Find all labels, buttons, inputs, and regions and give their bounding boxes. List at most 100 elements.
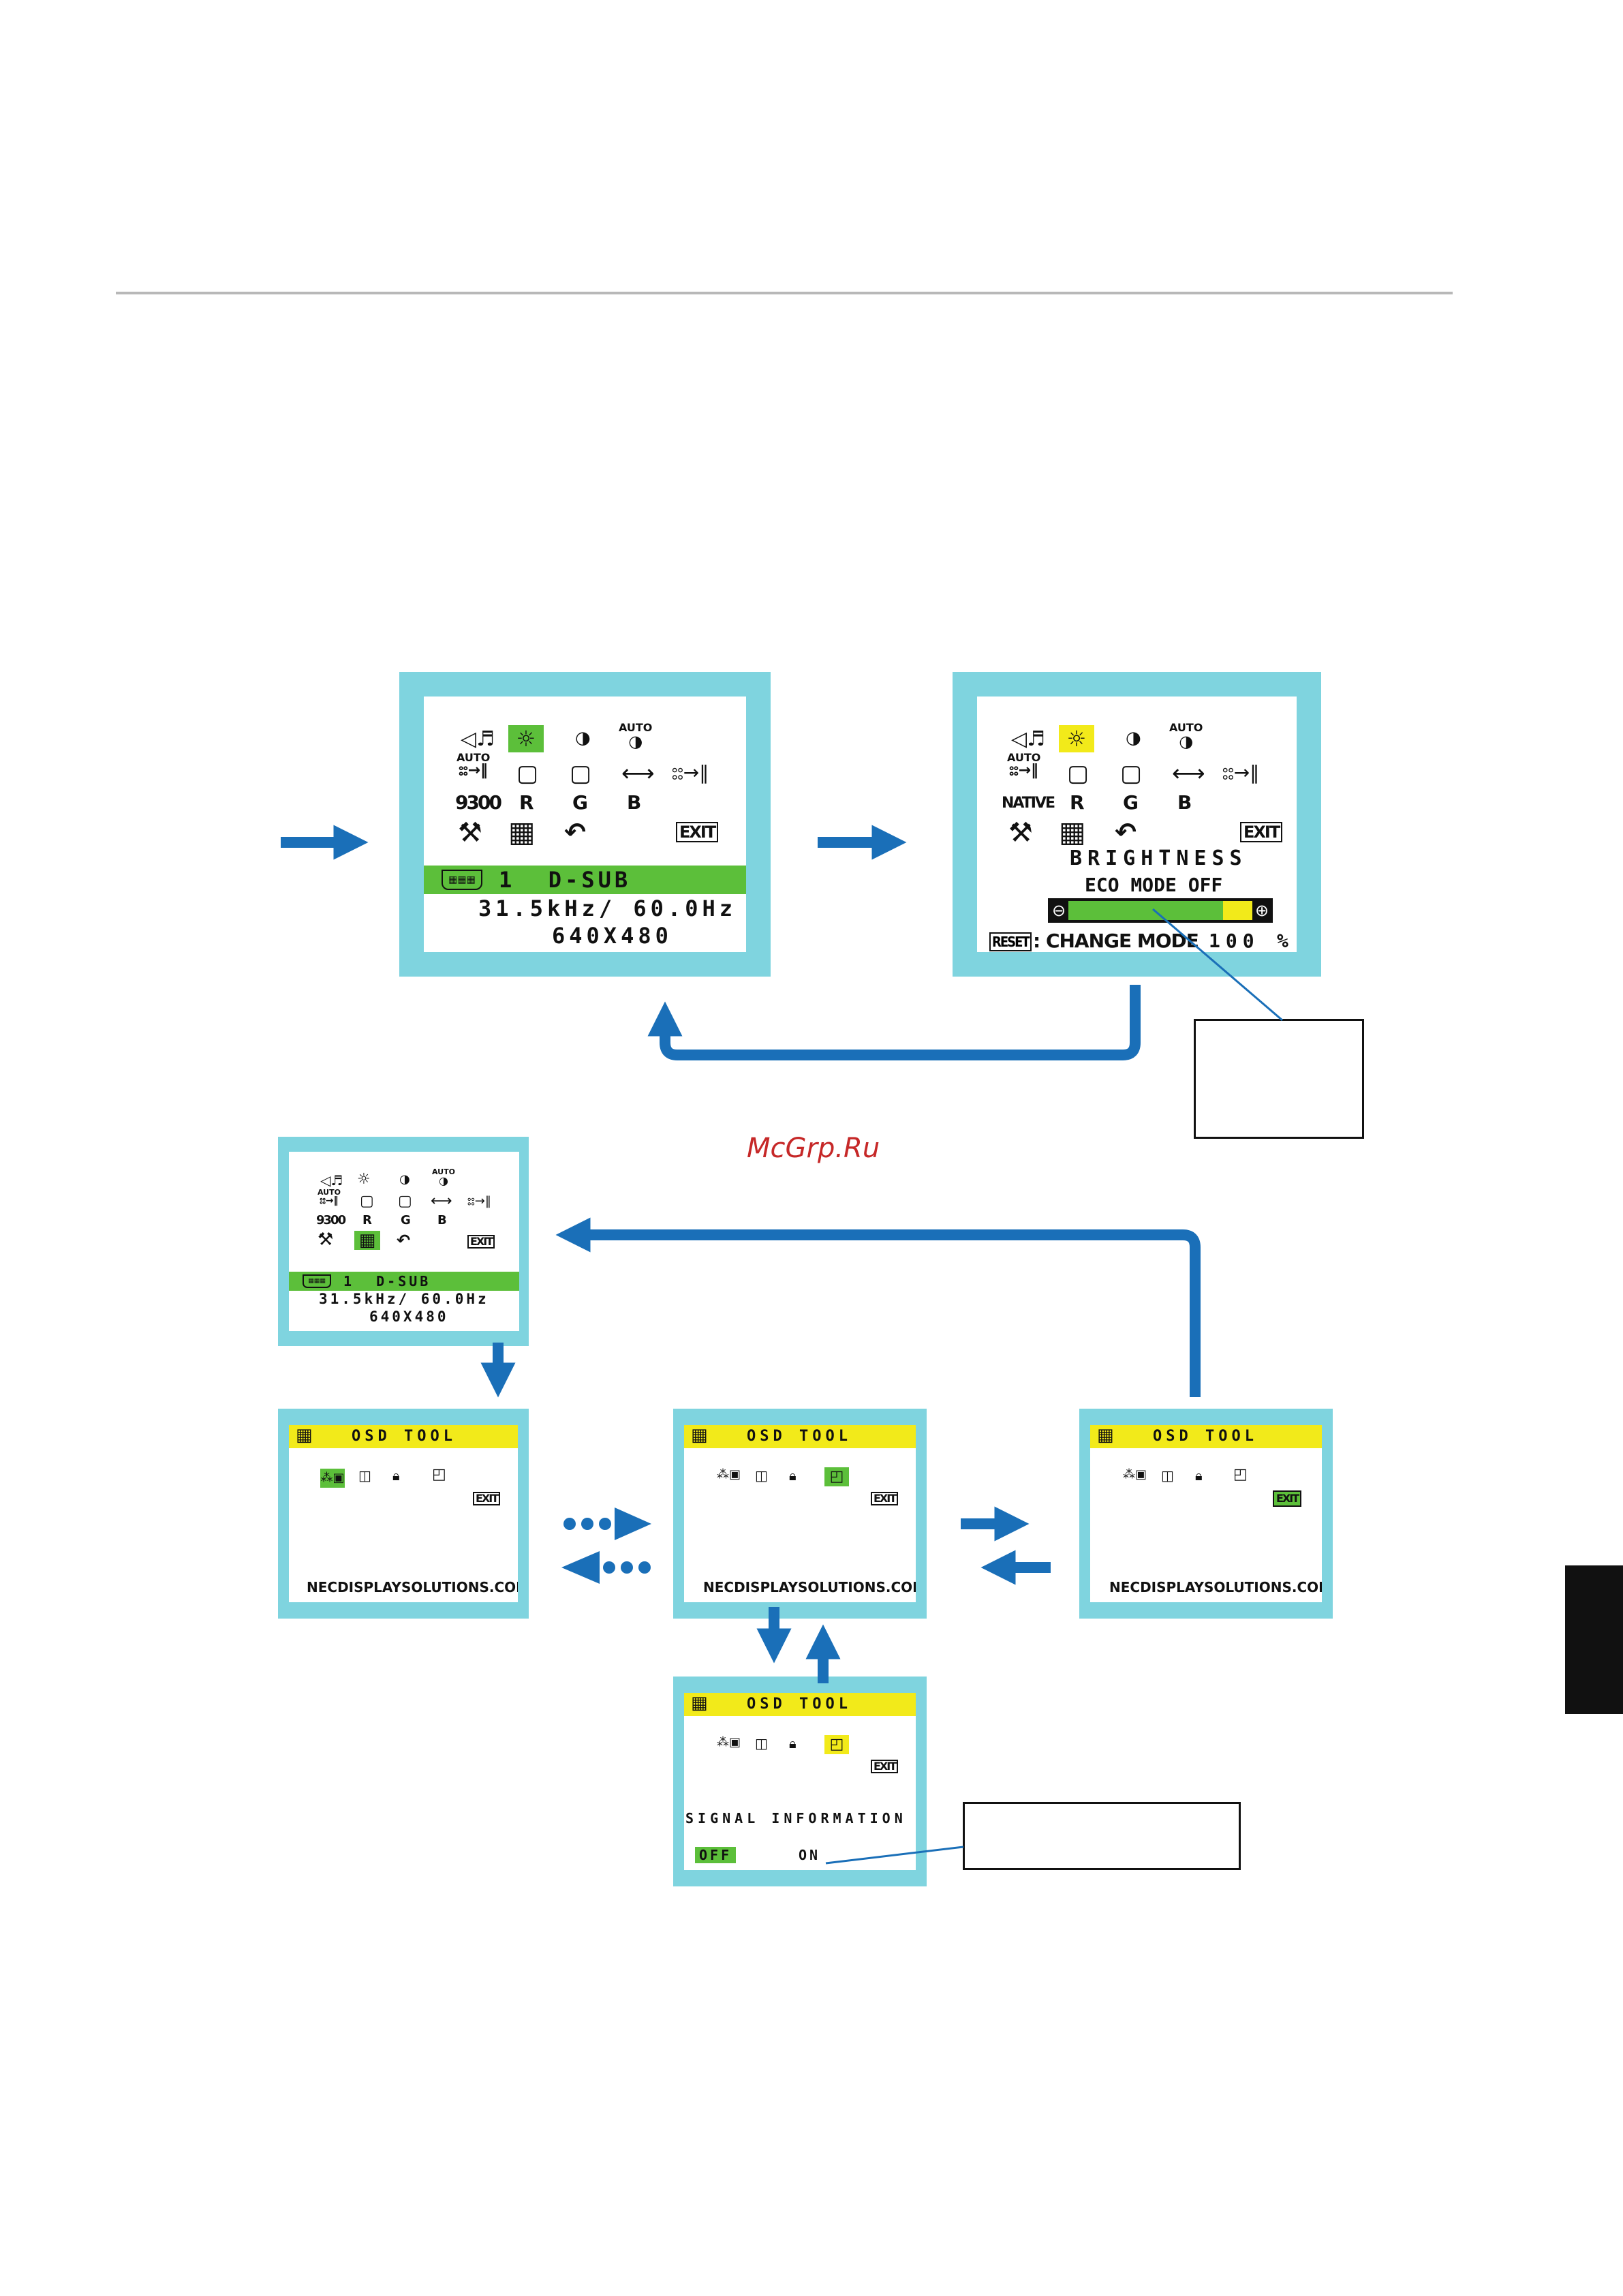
- osd-tool-icon: ▦: [354, 1231, 380, 1250]
- auto-contrast-glyph: ◑: [628, 732, 643, 751]
- auto-contrast-glyph: ◑: [439, 1174, 448, 1187]
- url-label: NECDISPLAYSOLUTIONS.COM: [703, 1579, 916, 1595]
- change-mode-label: : CHANGE MODE: [1033, 930, 1199, 952]
- blue-icon: B: [437, 1213, 447, 1227]
- osd-tool-title-bar: [1090, 1425, 1322, 1448]
- watermark: McGrp.Ru: [747, 1133, 880, 1164]
- arrow-exit-return: [555, 1217, 1201, 1397]
- auto-adjust-icon: AUTO ⦂⦂→‖: [1007, 752, 1040, 778]
- reset-icon: RESET: [989, 932, 1032, 951]
- dotted-arrow-right: [563, 1507, 651, 1540]
- auto-label: AUTO: [1169, 721, 1203, 734]
- osd-tool-screen-2: ▦ OSD TOOL ⁂▣ ◫ 🔒︎ ◰ EXIT NECDISPLAYSOLU…: [673, 1409, 927, 1619]
- osd-turn-off-icon: ◫: [1161, 1467, 1174, 1484]
- auto-contrast-icon: AUTO ◑: [619, 722, 652, 750]
- exit-icon: EXIT: [467, 1235, 495, 1249]
- resolution-label: 640X480: [369, 1308, 449, 1325]
- osd-tool-screen-1: ▦ OSD TOOL ⁂▣ ◫ 🔒︎ ◰ EXIT NECDISPLAYSOLU…: [278, 1409, 529, 1619]
- osd-tool-icon: ▦: [691, 1425, 708, 1445]
- tools-icon: ⚒: [318, 1229, 334, 1250]
- eco-mode-label: ECO MODE OFF: [1085, 874, 1223, 896]
- brightness-value: 100: [1209, 930, 1260, 952]
- exit-icon: EXIT: [1240, 822, 1283, 842]
- green-icon: G: [572, 791, 588, 814]
- auto-adjust-glyph: ⦂⦂→‖: [320, 1195, 339, 1206]
- side-tab: [1565, 1565, 1623, 1714]
- auto-adjust-glyph: ⦂⦂→‖: [1009, 762, 1039, 779]
- frequency-label: 31.5kHz/ 60.0Hz: [478, 896, 737, 921]
- h-size-icon: ⟷: [1172, 760, 1205, 787]
- minus-icon: ⊖: [1051, 901, 1066, 920]
- color-9300-icon: 9300: [455, 791, 502, 814]
- exit-icon: EXIT: [871, 1760, 899, 1773]
- auto-label: AUTO: [1007, 751, 1041, 764]
- callout-box: [963, 1802, 1241, 1870]
- osd-tool-title-bar: [289, 1425, 518, 1448]
- exit-icon: EXIT: [676, 822, 719, 842]
- osd-tool-title: OSD TOOL: [1153, 1428, 1258, 1445]
- plus-icon: ⊕: [1254, 901, 1269, 920]
- tools-icon: ⚒: [1008, 817, 1033, 848]
- osd-tool-title: OSD TOOL: [747, 1696, 852, 1713]
- h-size-icon: ⟷: [431, 1193, 452, 1210]
- input-label: 1 D-SUB: [499, 867, 632, 893]
- osd-tool-icon: ▦: [296, 1425, 313, 1445]
- osd-tool-title-bar: [684, 1425, 916, 1448]
- left-right-icon: ▢: [360, 1193, 374, 1210]
- signal-info-icon: ◰: [824, 1735, 849, 1754]
- auto-label: AUTO: [457, 751, 491, 764]
- top-rule: [116, 292, 1453, 294]
- signal-info-icon: ◰: [1233, 1466, 1248, 1483]
- osd-tool-icon: ▦: [1059, 815, 1086, 848]
- osd-lock-icon: 🔒︎: [789, 1467, 797, 1484]
- brightness-icon: ☼: [508, 725, 544, 752]
- tools-icon: ⚒: [458, 817, 482, 848]
- auto-contrast-glyph: ◑: [1179, 732, 1194, 751]
- auto-contrast-icon: AUTO ◑: [1169, 722, 1203, 750]
- resolution-label: 640X480: [552, 923, 673, 949]
- percent-unit: %: [1277, 930, 1288, 952]
- auto-label: AUTO: [318, 1188, 341, 1197]
- brightness-title: BRIGHTNESS: [1070, 846, 1248, 870]
- brightness-icon: ☼: [1059, 725, 1094, 752]
- down-up-icon: ▢: [1120, 760, 1143, 787]
- fine-icon: ⦂⦂→‖: [1222, 761, 1260, 784]
- osd-turn-off-icon: ◫: [358, 1467, 371, 1484]
- dotted-arrow-left: [561, 1551, 651, 1584]
- red-icon: R: [362, 1213, 372, 1227]
- signal-info-icon: ◰: [824, 1467, 849, 1486]
- auto-adjust-icon: AUTO ⦂⦂→‖: [318, 1189, 341, 1206]
- contrast-icon: ◑: [575, 728, 591, 748]
- osd-main-menu-small: ◁♬ ☼ ◑ AUTO ◑ AUTO ⦂⦂→‖ ▢ ▢ ⟷ ⦂⦂→‖ 9300 …: [278, 1137, 529, 1346]
- brightness-icon: ☼: [357, 1171, 371, 1188]
- vga-connector-icon: ▦▦▦: [303, 1274, 331, 1288]
- exit-icon: EXIT: [473, 1492, 501, 1505]
- callout-box: [1194, 1019, 1364, 1139]
- callout-leader-top: [1152, 908, 1283, 1022]
- on-option: ON: [799, 1847, 821, 1863]
- audio-icon: ◁♬: [461, 727, 495, 751]
- osd-tool-icon: ▦: [508, 815, 536, 848]
- factory-preset-icon: ↶: [397, 1231, 411, 1250]
- osd-tool-title: OSD TOOL: [352, 1428, 457, 1445]
- level-fill: [1068, 901, 1223, 920]
- red-icon: R: [519, 791, 534, 814]
- blue-icon: B: [627, 791, 642, 814]
- exit-icon: EXIT: [1273, 1490, 1302, 1507]
- auto-label: AUTO: [432, 1167, 455, 1176]
- frequency-label: 31.5kHz/ 60.0Hz: [319, 1291, 489, 1307]
- left-right-icon: ▢: [516, 760, 539, 787]
- brightness-level-bar[interactable]: ⊖ ⊕: [1048, 898, 1273, 923]
- osd-tool-icon: ▦: [691, 1693, 708, 1713]
- osd-tool-title: OSD TOOL: [747, 1428, 852, 1445]
- factory-preset-icon: ↶: [564, 817, 586, 847]
- fine-icon: ⦂⦂→‖: [467, 1194, 491, 1208]
- vga-connector-icon: ▦▦▦: [442, 870, 482, 890]
- factory-preset-icon: ↶: [1115, 817, 1137, 847]
- contrast-icon: ◑: [399, 1172, 410, 1187]
- osd-brightness-menu: ◁♬ ☼ ◑ AUTO ◑ AUTO ⦂⦂→‖ ▢ ▢ ⟷ ⦂⦂→‖ NATIV…: [953, 672, 1321, 977]
- auto-adjust-icon: AUTO ⦂⦂→‖: [457, 752, 490, 778]
- auto-contrast-icon: AUTO ◑: [432, 1168, 455, 1187]
- osd-lock-icon: 🔒︎: [392, 1467, 400, 1484]
